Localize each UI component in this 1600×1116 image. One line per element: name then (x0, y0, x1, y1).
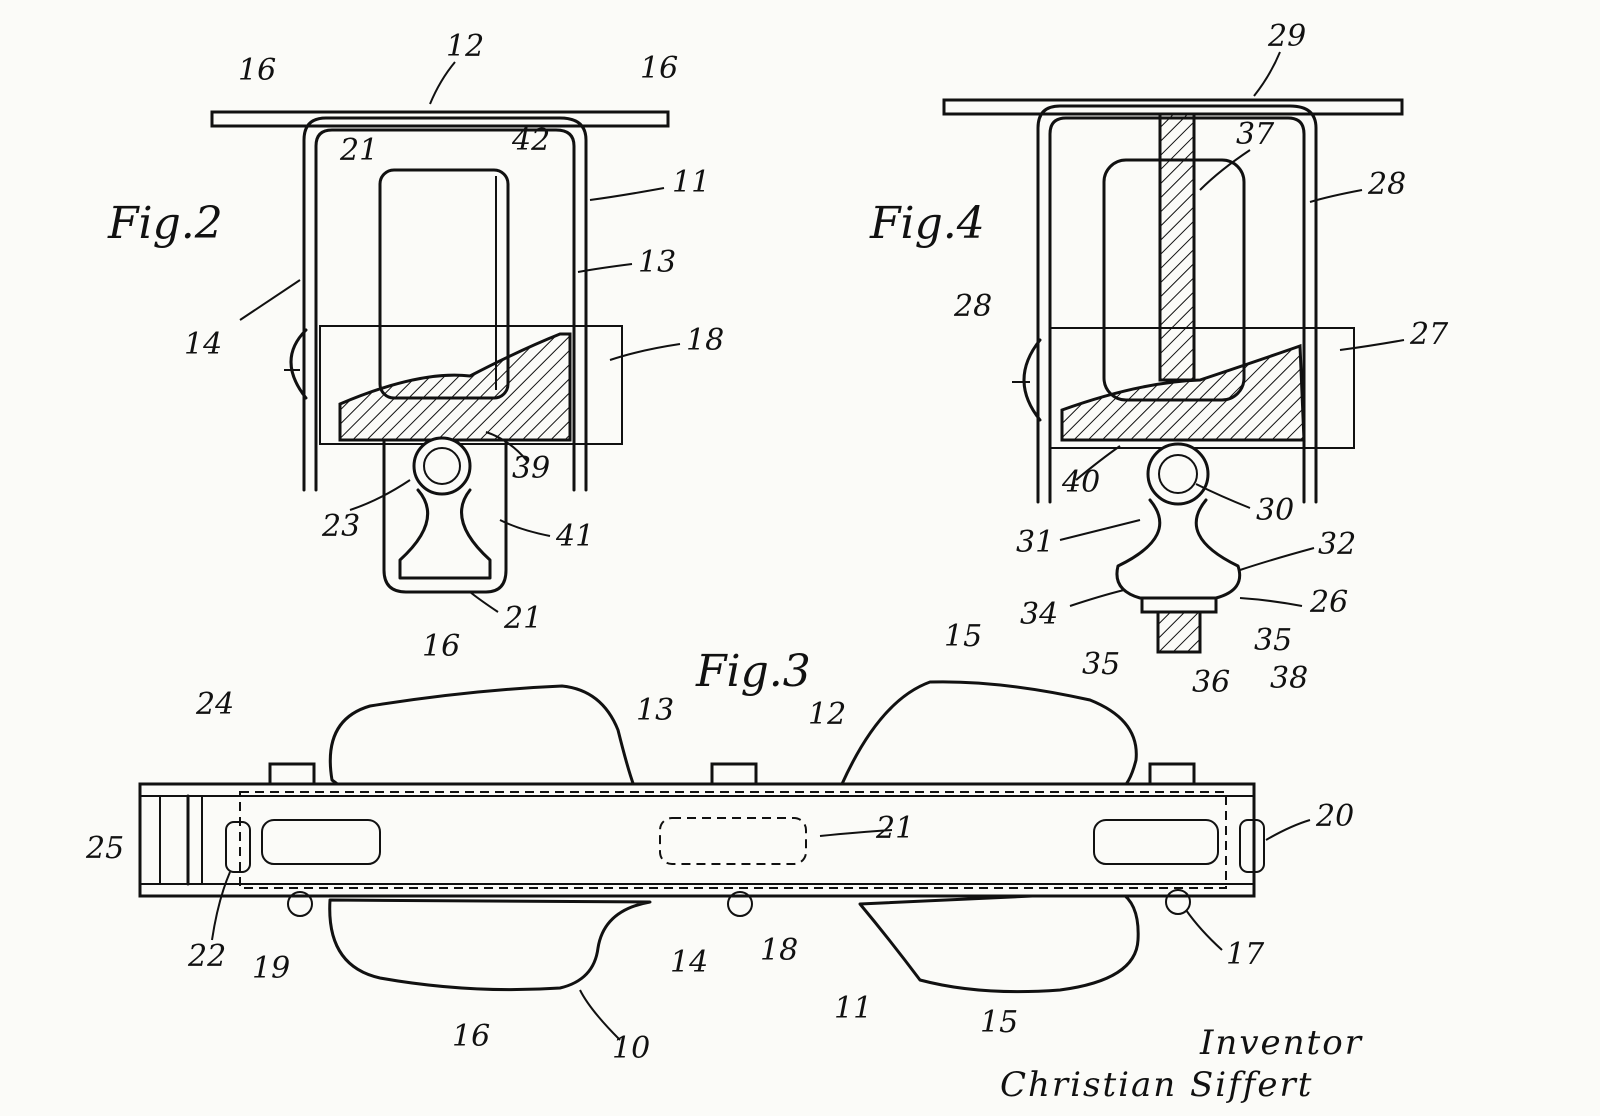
ref-label: 18 (760, 933, 798, 968)
ref-label: 39 (512, 451, 550, 486)
ref-label: 22 (187, 939, 226, 974)
ref-label: 17 (1226, 937, 1265, 972)
ref-label: 11 (672, 165, 710, 200)
spring-31 (1115, 498, 1242, 600)
axle-section-27 (1060, 343, 1306, 442)
bolt-head-center (710, 762, 758, 786)
figure-3-labels: 16 15 24 13 12 25 21 20 22 19 14 18 17 1… (85, 619, 1354, 1066)
axle-18 (319, 325, 623, 445)
ref-label: 31 (1016, 525, 1054, 560)
ball-30 (1146, 442, 1210, 506)
figure-3-title: Fig.3 (695, 646, 811, 697)
nut-18 (727, 891, 753, 917)
leader-lines (211, 51, 1405, 1041)
figure-4-title: Fig.4 (869, 198, 985, 249)
ref-label: 16 (452, 1019, 490, 1054)
ref-label: 28 (953, 289, 992, 324)
ref-label: 26 (1309, 585, 1348, 620)
clip-body (382, 438, 508, 594)
bolt-head-right (1148, 762, 1196, 786)
channel-outer-28 (1036, 104, 1318, 504)
ref-label: 12 (808, 697, 846, 732)
ref-label: 14 (670, 945, 708, 980)
lobe-15-bottom (858, 890, 1140, 994)
ref-label: 21 (875, 811, 914, 846)
ref-label: 35 (1254, 623, 1292, 658)
ref-label: 35 (1082, 647, 1120, 682)
ref-label: 15 (980, 1005, 1018, 1040)
channel-outer (302, 116, 588, 492)
ref-label: 12 (446, 29, 484, 64)
ref-label: 21 (339, 133, 378, 168)
axle-27 (1049, 327, 1355, 449)
pad-21 (378, 168, 510, 400)
axle-head (289, 328, 308, 400)
ref-label: 36 (1192, 665, 1230, 700)
hidden-bar (239, 791, 1227, 889)
ref-label: 16 (238, 53, 276, 88)
ref-label: 40 (1061, 465, 1100, 500)
ref-label: 19 (252, 951, 290, 986)
slot-right (1093, 819, 1219, 865)
ref-label: 42 (511, 123, 550, 158)
ref-label: 10 (612, 1031, 650, 1066)
figure-2-cross-section (210, 110, 670, 594)
axle-head-27 (1022, 338, 1042, 422)
ball-23 (412, 436, 472, 496)
ref-label: 38 (1270, 661, 1308, 696)
slot-left (261, 819, 381, 865)
end-block-25 (159, 795, 203, 885)
main-bar-12 (138, 782, 1256, 898)
ref-label: 14 (184, 327, 222, 362)
lobe-16-top (328, 684, 636, 788)
ref-label: 24 (195, 687, 234, 722)
pin-20 (1239, 819, 1265, 873)
ref-label: 25 (85, 831, 124, 866)
lobe-16-bottom (328, 898, 652, 992)
slot-21 (659, 817, 807, 865)
washer-35 (1140, 596, 1218, 614)
ref-label: 29 (1267, 19, 1306, 54)
nut-17 (1165, 889, 1191, 915)
channel-inner (314, 128, 576, 492)
inventor-caption: Inventor (1199, 1023, 1363, 1063)
stud-36 (1156, 610, 1202, 654)
ref-label: 34 (1020, 597, 1058, 632)
nut-19 (287, 891, 313, 917)
ref-label: 16 (422, 629, 460, 664)
ref-label: 18 (686, 323, 724, 358)
lobe-15-top (840, 680, 1138, 792)
ref-label: 11 (834, 991, 872, 1026)
inventor-name: Christian Siffert (1000, 1065, 1313, 1105)
ref-label: 30 (1256, 493, 1294, 528)
clip-spring (398, 488, 492, 580)
bolt-head-left (268, 762, 316, 786)
ref-label: 13 (638, 245, 676, 280)
ref-label: 20 (1315, 799, 1354, 834)
ref-label: 21 (503, 601, 542, 636)
ref-label: 32 (1318, 527, 1356, 562)
figure-2-labels: 16 12 16 21 42 11 13 14 18 39 23 41 21 (184, 29, 724, 636)
figure-4-labels: 29 37 28 28 27 40 30 31 32 34 26 35 35 3… (953, 19, 1449, 700)
figure-4-cross-section (942, 98, 1404, 654)
ref-label: 41 (555, 519, 594, 554)
ref-label: 37 (1236, 117, 1275, 152)
figure-2-title: Fig.2 (107, 198, 223, 249)
ref-label: 27 (1409, 317, 1449, 352)
pin-22 (225, 821, 251, 873)
ref-label: 23 (321, 509, 360, 544)
ref-label: 16 (640, 51, 678, 86)
axle-section (338, 332, 572, 442)
figure-3-plan-view (138, 680, 1265, 994)
ref-label: 28 (1367, 167, 1406, 202)
web-37 (1158, 112, 1196, 382)
ref-label: 15 (944, 619, 982, 654)
ref-label: 13 (636, 693, 674, 728)
